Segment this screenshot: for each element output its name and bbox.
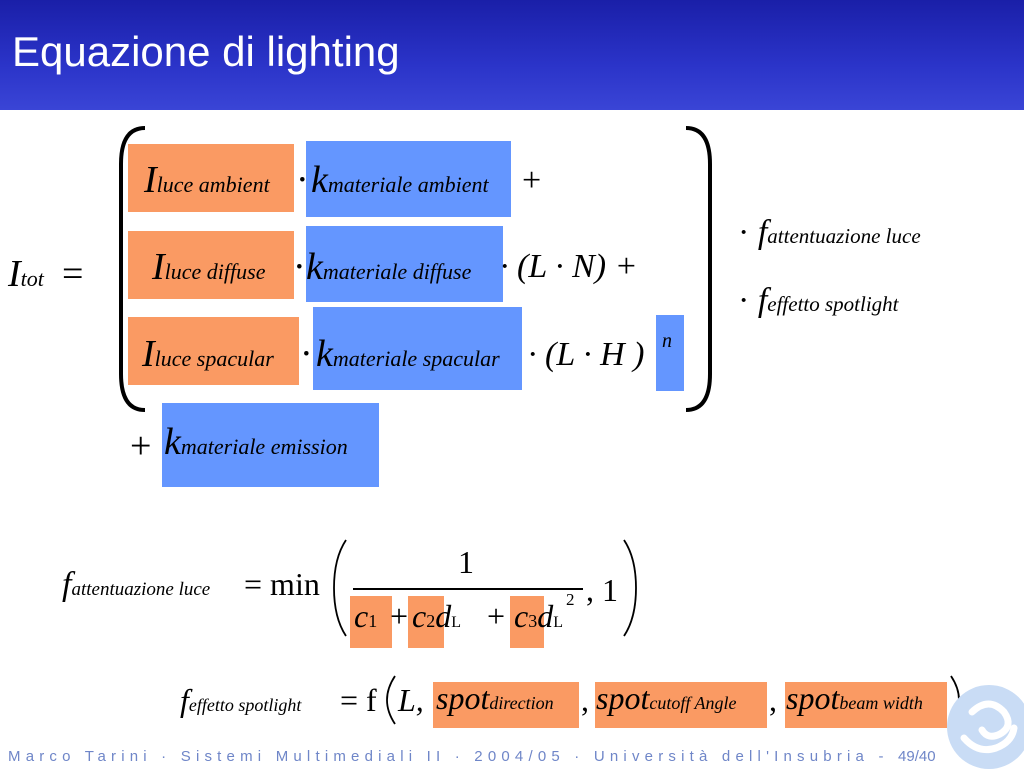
att-fraction-bar [353,588,583,590]
factor-spotlight: · feffetto spotlight [738,282,899,319]
spot-comma1: , [581,682,589,718]
row1-i-ambient: Iluce ambient [144,159,270,201]
row3-dot: · [300,333,313,375]
spot-left-paren [386,675,396,725]
big-right-paren [685,126,712,412]
row2-i-diffuse: Iluce diffuse [152,246,266,288]
att-plus1: + [390,598,409,634]
att-eq-min: = min [244,566,320,602]
highlight-c2 [408,596,444,648]
highlight-c3 [510,596,544,648]
emission-plus: + [130,425,152,467]
highlight-i-spacular [128,317,299,385]
slide-header: Equazione di lighting [0,0,1024,110]
row1-k-ambient: kmateriale ambient [311,159,489,201]
spot-eq-f: = f [340,682,377,718]
slide-title: Equazione di lighting [12,28,400,75]
row3-dot-lh: · (L · H ) [528,336,645,373]
lhs-equals: = [62,253,84,295]
spot-l: L, [398,682,424,718]
row3-k-spacular: kmateriale spacular [316,333,500,375]
factor-attenuation: · fattentuazione luce [738,214,921,251]
att-right-paren [623,539,637,637]
spot-arg-direction: spotdirection [436,680,554,716]
slide-footer: Marco Tarini · Sistemi Multimediali II ·… [8,748,936,765]
att-f: fattentuazione luce [62,566,211,603]
spot-comma2: , [769,682,777,718]
highlight-exponent-n [656,315,684,391]
row2-k-diffuse: kmateriale diffuse [306,246,472,288]
big-left-paren [119,126,146,412]
highlight-spot-direction [433,682,579,728]
highlight-k-spacular [313,307,522,390]
row2-dot: · [293,246,306,288]
emission-k: kmateriale emission [164,421,348,463]
att-c2-dl: c2dL [412,598,461,634]
highlight-i-diffuse [128,231,294,299]
att-c3-dl2: c3dL [514,598,563,634]
spot-arg-cutoff: spotcutoff Angle [596,680,737,716]
university-logo-icon [947,685,1024,769]
highlight-c1 [350,596,392,648]
highlight-k-diffuse [306,226,503,302]
spot-f: feffetto spotlight [180,682,302,718]
row1-plus: + [522,162,542,199]
row1-dot: · [296,159,309,201]
highlight-spot-cutoff [595,682,767,728]
row3-i-spacular: Iluce spacular [142,333,274,375]
highlight-k-emission [162,403,379,487]
highlight-i-ambient [128,144,294,212]
att-left-paren [333,539,347,637]
att-tail: , 1 [586,572,618,608]
att-exp2: 2 [566,590,575,609]
page-number: 49/40 [898,748,936,765]
att-plus2: + [487,598,506,634]
highlight-k-ambient [306,141,511,217]
att-c1: c1 [354,598,378,634]
footer-text: Marco Tarini · Sistemi Multimediali II ·… [8,748,889,765]
highlight-spot-beam [785,682,947,728]
spot-arg-beam: spotbeam width [786,680,923,716]
row3-exponent-n: n [662,330,672,352]
lhs-i-tot: Itot [8,253,44,295]
row2-dot-ln: · (L · N) + [500,248,638,285]
att-numerator: 1 [458,544,474,580]
